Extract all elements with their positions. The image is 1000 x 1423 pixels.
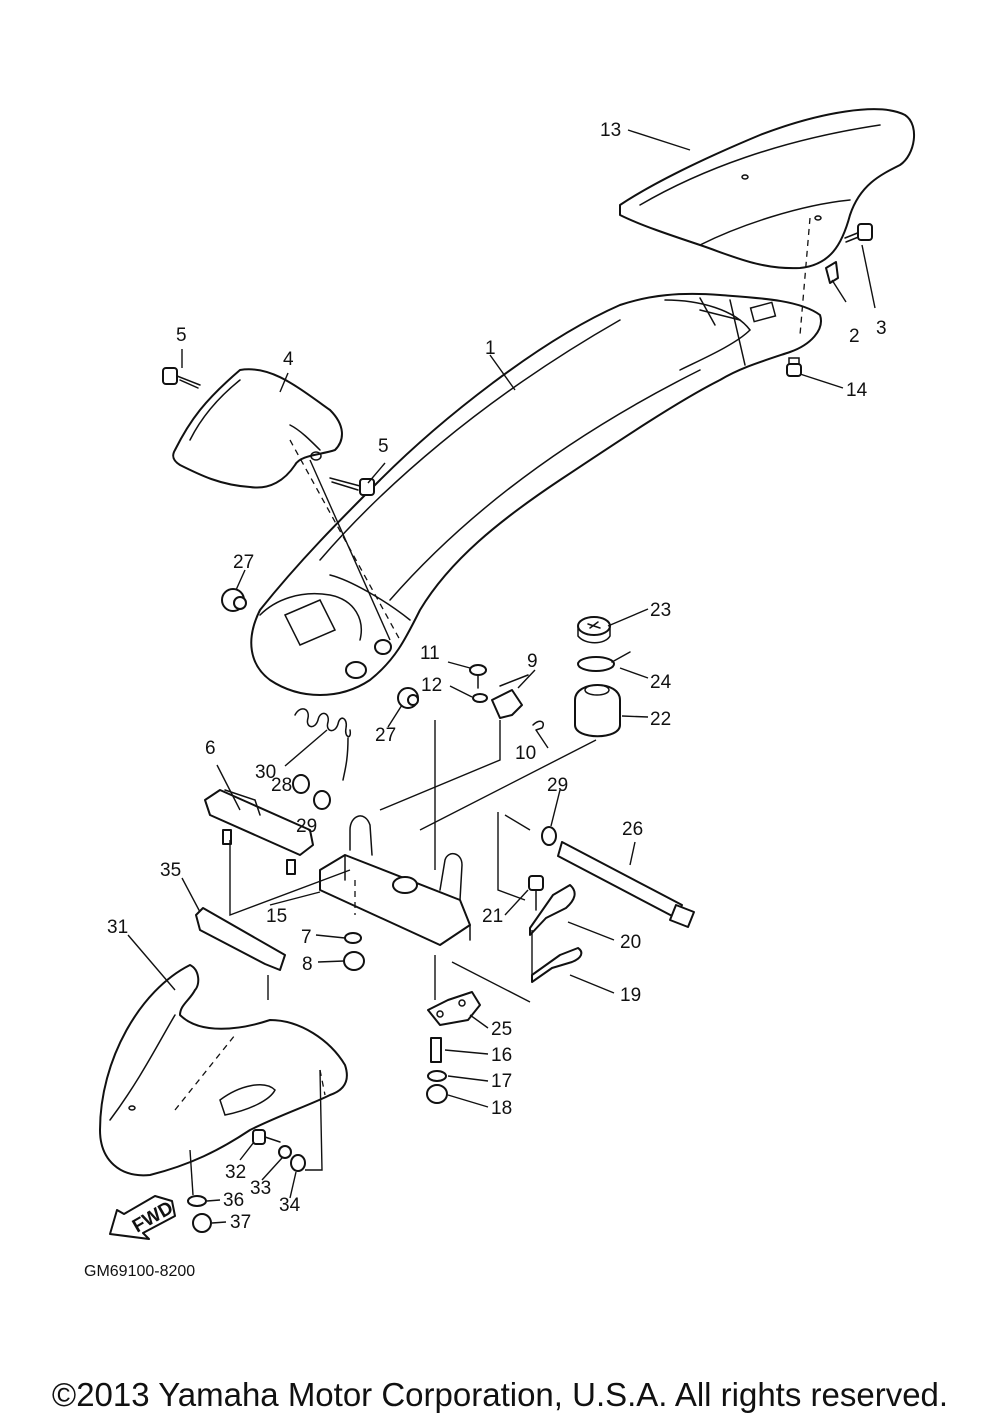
callout-10: 10 [515, 743, 536, 764]
callout-2: 2 [849, 326, 860, 347]
callout-7: 7 [301, 927, 312, 948]
washer-12 [472, 693, 488, 703]
rear-cover-part [619, 108, 916, 270]
callout-23: 23 [650, 600, 671, 621]
callout-13: 13 [600, 120, 621, 141]
callout-5a: 5 [176, 325, 187, 346]
nut-8 [343, 951, 365, 971]
callout-33: 33 [250, 1178, 271, 1199]
callout-6: 6 [205, 738, 216, 759]
callout-34: 34 [279, 1195, 301, 1216]
block-6 [204, 789, 314, 875]
callout-35: 35 [160, 860, 181, 881]
washer-17 [427, 1070, 447, 1082]
callout-21: 21 [482, 906, 503, 927]
bolt-5b [329, 477, 375, 496]
callout-14: 14 [846, 380, 868, 401]
copyright-notice: ©2013 Yamaha Motor Corporation, U.S.A. A… [51, 1376, 949, 1413]
washer-29b [541, 826, 557, 846]
callout-28: 28 [271, 775, 292, 796]
bracket-35 [195, 907, 286, 971]
callout-8: 8 [302, 954, 313, 975]
nut-28 [292, 774, 310, 794]
fwd-arrow: FWD [109, 1195, 177, 1240]
collar-34 [290, 1154, 306, 1172]
callout-11: 11 [420, 643, 440, 664]
callout-32: 32 [225, 1162, 246, 1183]
bolt-32 [252, 1129, 281, 1145]
washer-33 [278, 1145, 292, 1159]
nut-37 [192, 1213, 212, 1233]
callout-4: 4 [283, 349, 294, 370]
washer-7 [344, 932, 362, 944]
bolt-21 [528, 875, 544, 911]
callout-labels: 13 2 3 1 4 5 5 14 27 23 11 9 24 12 22 27… [107, 120, 887, 1233]
callout-31: 31 [107, 917, 128, 938]
bracket-19 [531, 947, 583, 983]
front-cover-31 [99, 964, 348, 1177]
tiller-arm-part [250, 292, 822, 696]
callout-29b: 29 [296, 816, 317, 837]
callout-37: 37 [230, 1212, 251, 1233]
callout-27b: 27 [375, 725, 396, 746]
callout-16: 16 [491, 1045, 512, 1066]
cap-23 [577, 616, 611, 644]
pin-26 [557, 841, 695, 928]
callout-30: 30 [255, 762, 276, 783]
callout-9: 9 [527, 651, 538, 672]
callout-15: 15 [266, 906, 287, 927]
callout-20: 20 [620, 932, 641, 953]
callout-19: 19 [620, 985, 641, 1006]
bolt-5a [162, 367, 201, 389]
callout-1: 1 [485, 338, 496, 359]
callout-25: 25 [491, 1019, 512, 1040]
plate-25 [427, 991, 481, 1026]
washer-36 [187, 1195, 207, 1207]
stud-16 [430, 1037, 442, 1063]
nut-18 [426, 1084, 448, 1104]
pin-10 [532, 720, 545, 731]
callout-17: 17 [491, 1071, 512, 1092]
spring-30 [294, 708, 352, 781]
bushing-27a [221, 588, 247, 612]
screw-11 [469, 664, 487, 689]
leader-lines [127, 129, 876, 1224]
callout-24: 24 [650, 672, 672, 693]
callout-36: 36 [223, 1190, 244, 1211]
callout-26: 26 [622, 819, 643, 840]
band-24 [577, 651, 631, 672]
cable-bracket-9 [491, 674, 529, 719]
nut-14 [786, 357, 802, 377]
bushing-27b [397, 687, 419, 709]
callout-3: 3 [876, 318, 887, 339]
grommet-22 [574, 684, 621, 738]
callout-12: 12 [421, 675, 442, 696]
callout-29a: 29 [547, 775, 568, 796]
callout-5b: 5 [378, 436, 389, 457]
bracket-15 [319, 815, 471, 946]
callout-18: 18 [491, 1098, 512, 1119]
clip-2 [825, 261, 839, 284]
bracket-20 [529, 884, 576, 936]
front-cover-part [172, 368, 343, 489]
diagram-code: GM69100-8200 [84, 1263, 195, 1280]
callout-22: 22 [650, 709, 671, 730]
washer-29a [313, 790, 331, 810]
bolt-3 [844, 223, 873, 243]
callout-27a: 27 [233, 552, 254, 573]
